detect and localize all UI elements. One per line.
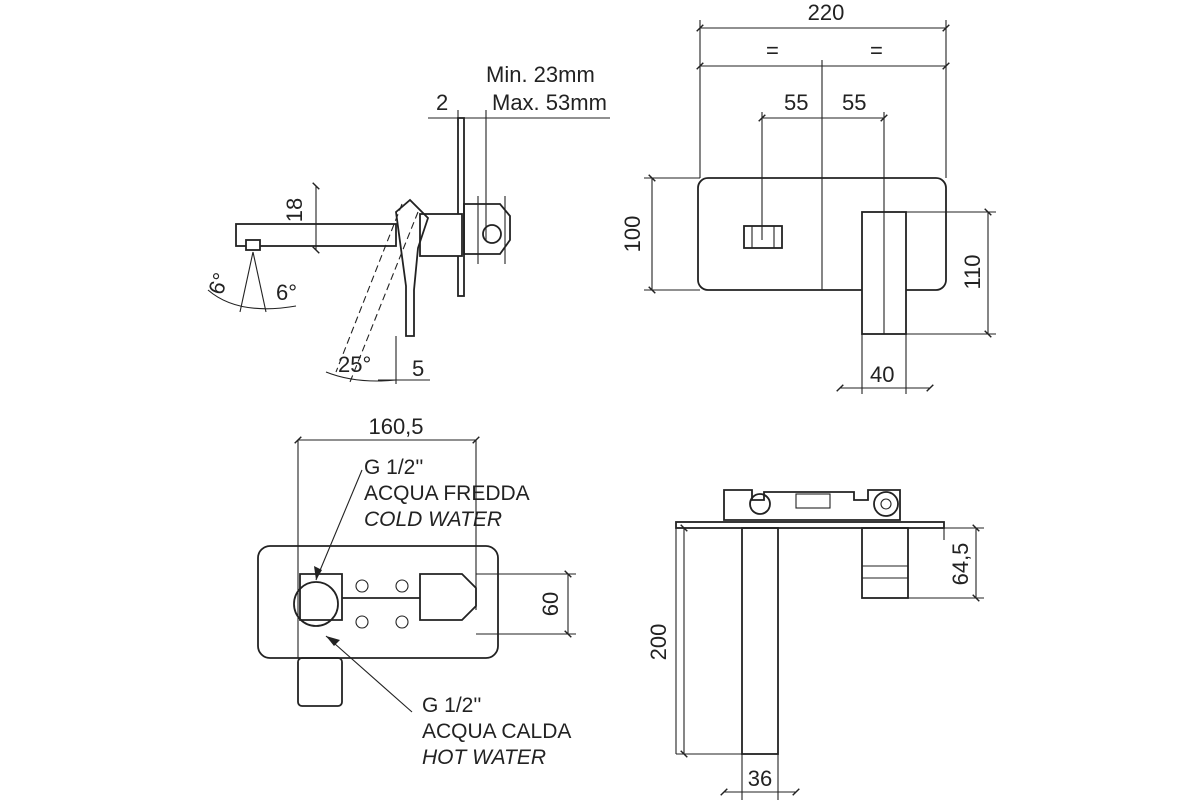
install-view: 64,5 200 36 [646,489,984,800]
box-port-right [873,491,899,517]
front-view: 220 = = 55 55 100 110 40 [620,0,996,394]
angle-right: 6° [276,280,297,305]
hot-label-it: ACQUA CALDA [422,720,571,743]
lever [395,198,430,337]
cold-label-it: ACQUA FREDDA [364,482,530,505]
dim-right-offset: 55 [842,90,866,115]
cartridge [463,203,511,255]
angle-left: 6° [203,269,234,297]
cold-spec: G 1/2'' [364,456,423,479]
angle-lever: 25° [338,352,371,377]
lever-stub [297,657,343,707]
box-port-left [749,493,771,515]
aerator [245,239,261,251]
dim-min: Min. 23mm [486,62,595,87]
dim-spout-height: 18 [282,198,307,222]
mixer-disc [293,581,339,627]
embedded-box [723,489,901,521]
plate-edge [675,521,945,529]
body-view: 160,5 60 G 1/2'' ACQUA FREDDA COLD WATER… [257,414,576,769]
lever-tilted [335,203,419,383]
dim-plate-thickness: 2 [436,90,448,115]
spout-outlet [743,225,783,249]
dim-lever-thickness: 5 [412,356,424,381]
dim-max: Max. 53mm [492,90,607,115]
dim-left-offset: 55 [784,90,808,115]
dim-spout-length: 200 [646,624,671,661]
cold-label-en: COLD WATER [364,508,502,531]
spout-body [741,527,779,755]
equal-right: = [870,38,883,63]
dim-handle-width: 40 [870,362,894,387]
cartridge-nut [482,224,502,244]
dim-width: 220 [808,0,845,25]
plate-outline [257,545,499,659]
hot-label-en: HOT WATER [422,746,546,769]
dim-plate-height: 100 [620,216,645,253]
dim-handle-height: 110 [960,254,985,289]
handle-side [861,527,909,599]
equal-left: = [766,38,779,63]
valve-body [299,573,477,621]
dim-install-depth: 64,5 [948,543,973,586]
hot-spec: G 1/2'' [422,694,481,717]
dim-spout-width: 36 [748,766,772,791]
dim-body-width: 160,5 [368,414,423,439]
side-view: 18 2 Min. 23mm Max. 53mm 6° 6° 25° 5 [203,62,610,384]
dim-body-height: 60 [538,592,563,616]
